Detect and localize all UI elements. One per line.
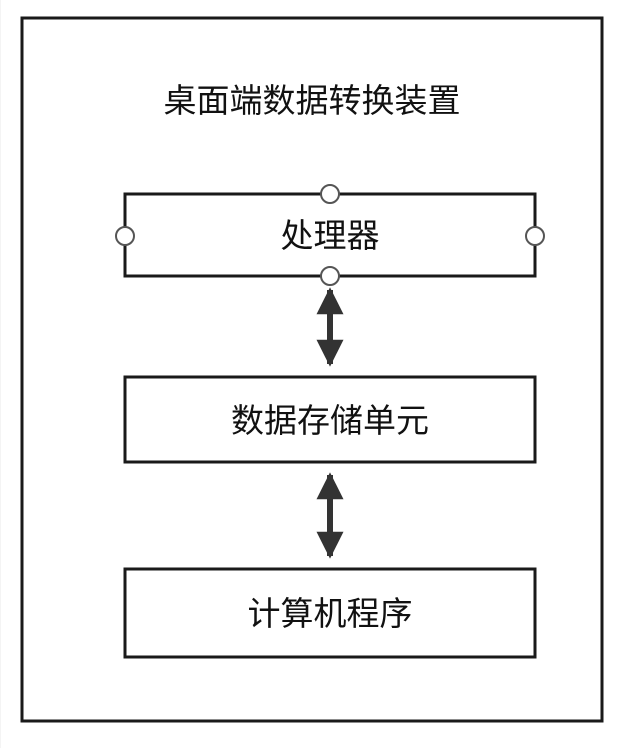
processor-label: 处理器 — [281, 216, 380, 255]
program-label: 计算机程序 — [248, 594, 413, 633]
connection-point-bottom[interactable] — [321, 267, 339, 285]
program-node[interactable]: 计算机程序 — [125, 569, 535, 657]
connection-point-right[interactable] — [526, 227, 544, 245]
storage-label: 数据存储单元 — [231, 401, 429, 440]
storage-node[interactable]: 数据存储单元 — [125, 377, 535, 462]
connection-point-left[interactable] — [116, 227, 134, 245]
connection-point-top[interactable] — [321, 185, 339, 203]
device-title: 桌面端数据转换装置 — [164, 81, 461, 120]
processor-node[interactable]: 处理器 — [116, 185, 544, 285]
